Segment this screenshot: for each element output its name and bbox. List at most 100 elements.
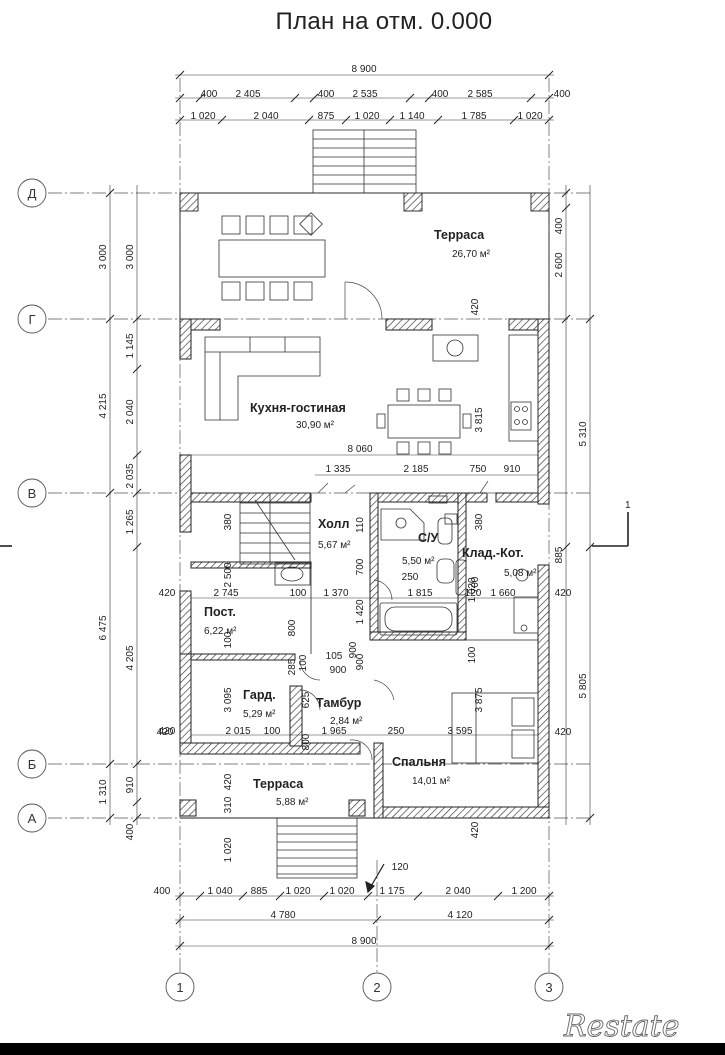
dim-label: 285 [287,658,298,675]
dim-label: 380 [223,513,234,530]
axis-bubble-1 [165,972,195,1002]
upper-stairs [312,129,417,194]
dim-label: 2 040 [125,399,136,424]
dim-top-total: 8 900 [351,64,376,75]
dim-label: 875 [318,111,335,122]
dim-label: 900 [355,653,366,670]
dim-label: 100 [290,588,307,599]
axis-label: 3 [545,980,552,995]
section-mark-label: 1 [625,500,631,511]
exterior-walls [179,318,550,819]
dim-label: 110 [355,517,366,533]
dim-label: 885 [554,546,565,563]
bathroom-fixtures [379,495,539,636]
room-area: 5,29 м² [243,709,276,720]
dim-label: 4 205 [125,645,136,670]
dim-label: 1 965 [321,726,346,737]
room-name: Терраса [434,228,485,242]
dim-label: 380 [474,513,485,530]
dim-label: 400 [154,886,171,897]
dim-label: 5 805 [578,673,589,698]
dim-label: 700 [355,558,366,575]
dim-label: 900 [330,665,347,676]
dim-label: 1 310 [98,779,109,804]
room-name: С/У [418,531,439,545]
dim-label: 2 040 [445,886,470,897]
dim-label: 420 [470,298,481,315]
dim-label: 2 600 [554,252,565,277]
dim-label: 1 020 [517,111,542,122]
dim-label: 105 [326,651,343,662]
axis-bubble-2 [362,972,392,1002]
room-area: 5,08 м² [504,568,537,579]
axis-bubble-v [17,478,47,508]
dim-label: 5 310 [578,421,589,446]
dim-label: 2 040 [253,111,278,122]
room-area: 30,90 м² [296,420,335,431]
room-area: 5,67 м² [318,540,351,551]
dim-label: 4 780 [270,910,295,921]
axis-bubble-a [17,803,47,833]
dim-label: 1 420 [355,599,366,624]
dim-label: 2 405 [235,89,260,100]
axis-label: 1 [176,980,183,995]
room-name: Терраса [253,777,304,791]
dim-label: 1 785 [461,111,486,122]
room-area: 5,88 м² [276,797,309,808]
dim-label: 420 [157,727,174,738]
dim-label: 2 015 [225,726,250,737]
dim-label: 100 [264,726,281,737]
dim-label: 2 535 [352,89,377,100]
room-area: 14,01 м² [412,776,451,787]
dim-label: 800 [301,733,312,750]
dim-label: 800 [287,619,298,636]
room-name: Гард. [243,688,276,702]
dim-label: 4 215 [98,393,109,418]
room-name: Клад.-Кот. [462,546,524,560]
dim-label: 420 [555,588,572,599]
dim-label: 1 265 [125,509,136,534]
dim-label: 100 [298,654,309,671]
room-labels: Терраса 26,70 м² Кухня-гостиная 30,90 м²… [204,228,537,808]
room-name: Пост. [204,605,236,619]
room-name: Кухня-гостиная [250,401,346,415]
dim-label: 1 175 [379,886,404,897]
dim-label: 1 020 [467,577,478,602]
dim-label: 3 815 [474,407,485,432]
watermark-logo: Restate [563,1009,680,1043]
dim-label: 1 815 [407,588,432,599]
bottom-bar [0,1043,725,1055]
dim-label: 420 [159,726,176,737]
dim-label: 3 000 [98,244,109,269]
dim-label: 1 020 [223,837,234,862]
dim-label: 310 [223,796,234,813]
dim-label: 2 185 [403,464,428,475]
dim-label: 400 [554,89,571,100]
dim-label: 885 [251,886,268,897]
axis-bubble-g [17,304,47,334]
dim-label: 400 [125,823,136,840]
dim-label: 1 040 [207,886,232,897]
dim-label: 1 335 [325,464,350,475]
dim-label: 250 [402,572,419,583]
dimension-ticks [105,70,595,951]
dim-label: 1 020 [190,111,215,122]
dim-label: 1 370 [323,588,348,599]
dim-label: 1 660 [490,588,515,599]
dim-label: 750 [470,464,487,475]
dimension-lines [109,74,591,947]
axis-label: А [28,811,37,826]
dim-label: 400 [554,217,565,234]
dim-label: 2 745 [213,588,238,599]
dim-label: 120 [465,588,482,599]
dim-label: 100 [467,646,478,663]
dim-label: 8 060 [347,444,372,455]
thin-partitions [310,562,538,654]
dim-label: 420 [223,773,234,790]
laundry-sink [274,562,311,586]
dim-label: 625 [301,691,312,708]
room-name: Тамбур [316,696,362,710]
axis-label: Д [28,186,37,201]
axis-label: Б [28,757,37,772]
kitchen-furniture [204,334,539,455]
